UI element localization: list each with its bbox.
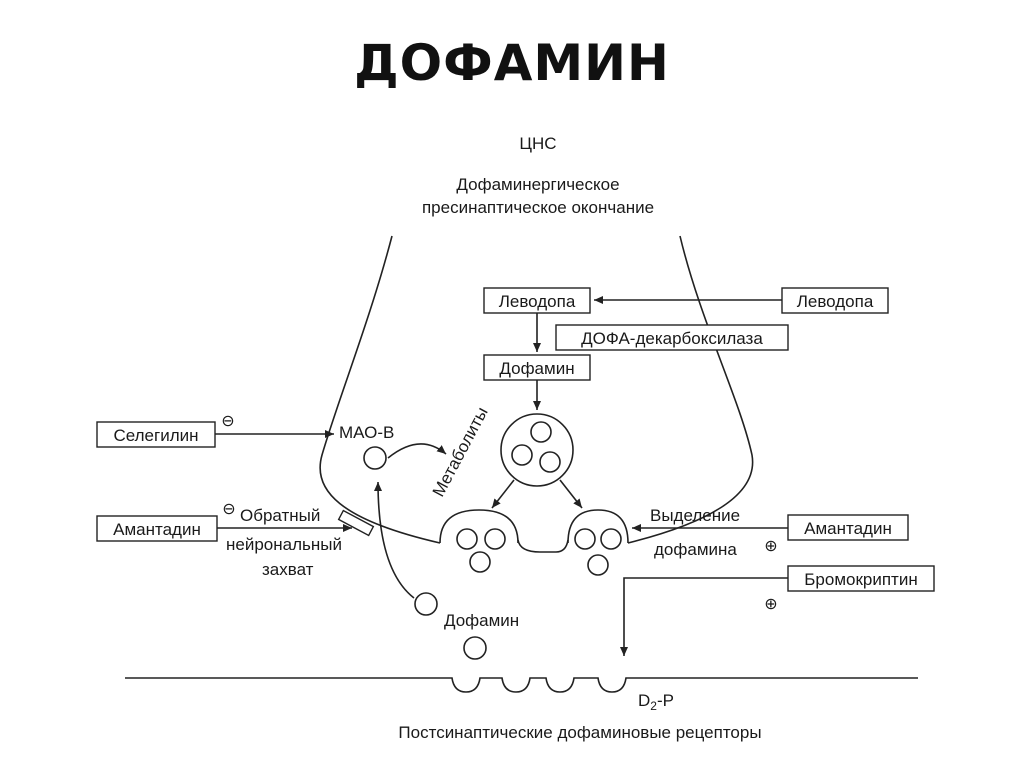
presynaptic-membrane-left — [319, 235, 441, 544]
vesicle-molecule — [511, 444, 533, 466]
selegiline-box — [96, 421, 216, 448]
synaptic-gap-floor — [517, 539, 569, 553]
reuptake-line3: захват — [262, 560, 314, 579]
fusing-vesicle-right — [567, 509, 629, 544]
decarboxylase-box — [555, 324, 789, 351]
selegiline-label: Селегилин — [113, 426, 198, 445]
amantadine-right-box — [787, 514, 909, 541]
metabolites-label: Метаболиты — [429, 404, 492, 500]
reuptake-line2: нейрональный — [226, 535, 342, 554]
bromocriptine-label: Бромокриптин — [804, 570, 917, 589]
cleft-dopamine-molecule — [463, 636, 487, 660]
amantadine-left-label: Амантадин — [113, 520, 201, 539]
release-line1: Выделение — [650, 506, 740, 525]
vesicle-molecule — [484, 528, 506, 550]
cns-label: ЦНС — [519, 134, 556, 153]
reuptake-dopamine-molecule — [414, 592, 438, 616]
bromocriptine-arrow — [620, 577, 788, 656]
stimulate-sign-bromocriptine: ⊕ — [764, 596, 777, 613]
decarboxylase-label: ДОФА-декарбоксилаза — [581, 329, 763, 348]
reuptake-transporter — [337, 509, 375, 537]
vesicle-molecule — [469, 551, 491, 573]
vesicle-arrow-left — [491, 479, 515, 509]
vesicle-molecule — [539, 451, 561, 473]
maob-dopamine-molecule — [363, 446, 387, 470]
metabolism-arrow — [387, 443, 447, 459]
terminal-label-line2: пресинаптическое окончание — [422, 198, 654, 217]
levodopa-outer-box — [781, 287, 889, 314]
dopamine-box-label: Дофамин — [499, 359, 574, 378]
fusing-vesicle-left — [439, 509, 519, 544]
inhibit-sign-amantadine: ⊖ — [222, 501, 235, 518]
d2-receptor-label: D2-P — [638, 691, 674, 713]
amantadine-right-label: Амантадин — [804, 519, 892, 538]
vesicle-molecule — [587, 554, 609, 576]
levodopa-inner-box — [483, 287, 591, 314]
receptors-label: Постсинаптические дофаминовые рецепторы — [398, 723, 761, 742]
postsynaptic-membrane — [125, 677, 918, 693]
reuptake-line1: Обратный — [240, 506, 320, 525]
presynaptic-membrane-right — [627, 235, 754, 544]
dopamine-box — [483, 354, 591, 381]
vesicle-molecule — [600, 528, 622, 550]
stimulate-sign-amantadine: ⊕ — [764, 538, 777, 555]
amantadine-left-box — [96, 515, 218, 542]
cleft-dopamine-label: Дофамин — [444, 611, 519, 630]
release-line2: дофамина — [654, 540, 737, 559]
levodopa-outer-label: Леводопа — [797, 292, 874, 311]
reuptake-arrow — [374, 481, 415, 599]
page-title: ДОФАМИН — [354, 34, 670, 92]
bromocriptine-box — [787, 565, 935, 592]
vesicle-molecule — [456, 528, 478, 550]
levodopa-inner-label: Леводопа — [499, 292, 576, 311]
maob-label: МАО-В — [339, 423, 394, 442]
vesicle-molecule — [530, 421, 552, 443]
vesicle-molecule — [574, 528, 596, 550]
inhibit-sign-selegiline: ⊖ — [221, 413, 234, 430]
vesicle-arrow-right — [559, 479, 583, 509]
terminal-label-line1: Дофаминергическое — [456, 175, 619, 194]
